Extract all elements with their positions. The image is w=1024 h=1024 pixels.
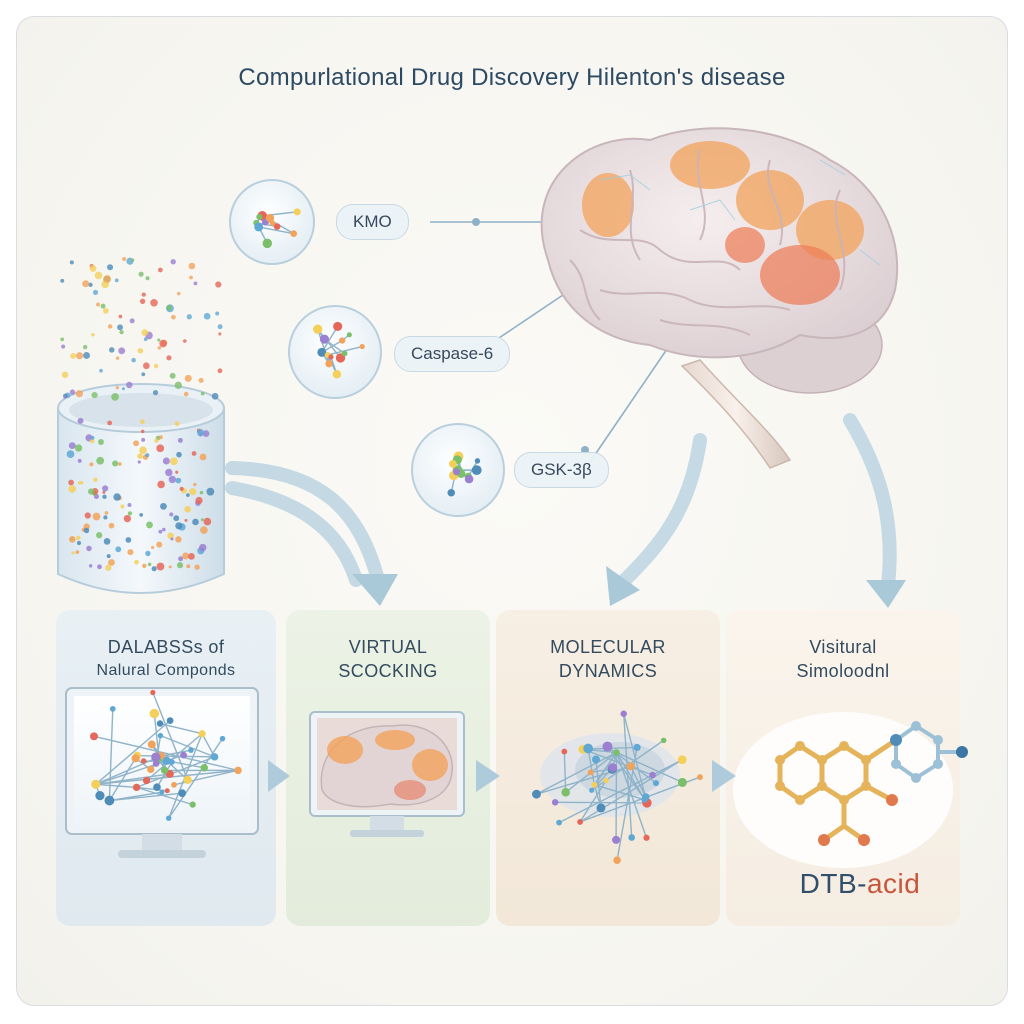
panel-simulation-title-line2: Simoloodnl — [796, 661, 890, 681]
target-label-kmo: KMO — [336, 204, 409, 240]
brain-illustration — [540, 127, 899, 469]
target-label-caspase6: Caspase-6 — [394, 336, 511, 372]
result-compound-suffix: acid — [866, 868, 921, 899]
flow-arrows — [225, 413, 897, 592]
docking-monitor — [309, 711, 465, 837]
kmo-molecule-icon — [229, 179, 315, 265]
page-title: Compurlational Drug Discovery Hilenton's… — [238, 64, 786, 91]
floating-molecules — [60, 257, 223, 401]
flow-arrowheads — [352, 566, 906, 608]
target-label-gsk3b: GSK-3β — [514, 452, 609, 488]
panel-docking: VIRTUAL SCOCKING — [286, 610, 490, 926]
panel-dynamics-title-line1: MOLECULAR — [550, 637, 666, 657]
panel-simulation: Visitural Simoloodnl — [726, 610, 960, 926]
caspase6-molecule-icon — [288, 305, 382, 399]
molecular-dynamics-cloud — [532, 710, 703, 865]
panel-dynamics: MOLECULAR DYNAMICS — [496, 610, 720, 926]
compound-database-cylinder — [57, 383, 225, 594]
panel-database: DALABSSs of Nalural Componds — [56, 610, 276, 926]
pipeline-arrows — [268, 760, 736, 792]
database-monitor — [65, 687, 259, 858]
panel-docking-title-line2: SCOCKING — [338, 661, 438, 681]
result-compound-label: DTB-acid — [760, 868, 960, 900]
result-compound-prefix: DTB- — [799, 868, 867, 899]
panel-database-title-line1: DALABSSs of — [107, 637, 225, 657]
panel-simulation-title-line1: Visitural — [809, 637, 877, 657]
panel-docking-title-line1: VIRTUAL — [348, 637, 428, 657]
gsk3b-molecule-icon — [411, 423, 505, 517]
panel-database-title-line2: Nalural Componds — [96, 662, 236, 679]
panel-dynamics-title-line2: DYNAMICS — [558, 661, 658, 681]
result-molecule — [733, 712, 968, 868]
